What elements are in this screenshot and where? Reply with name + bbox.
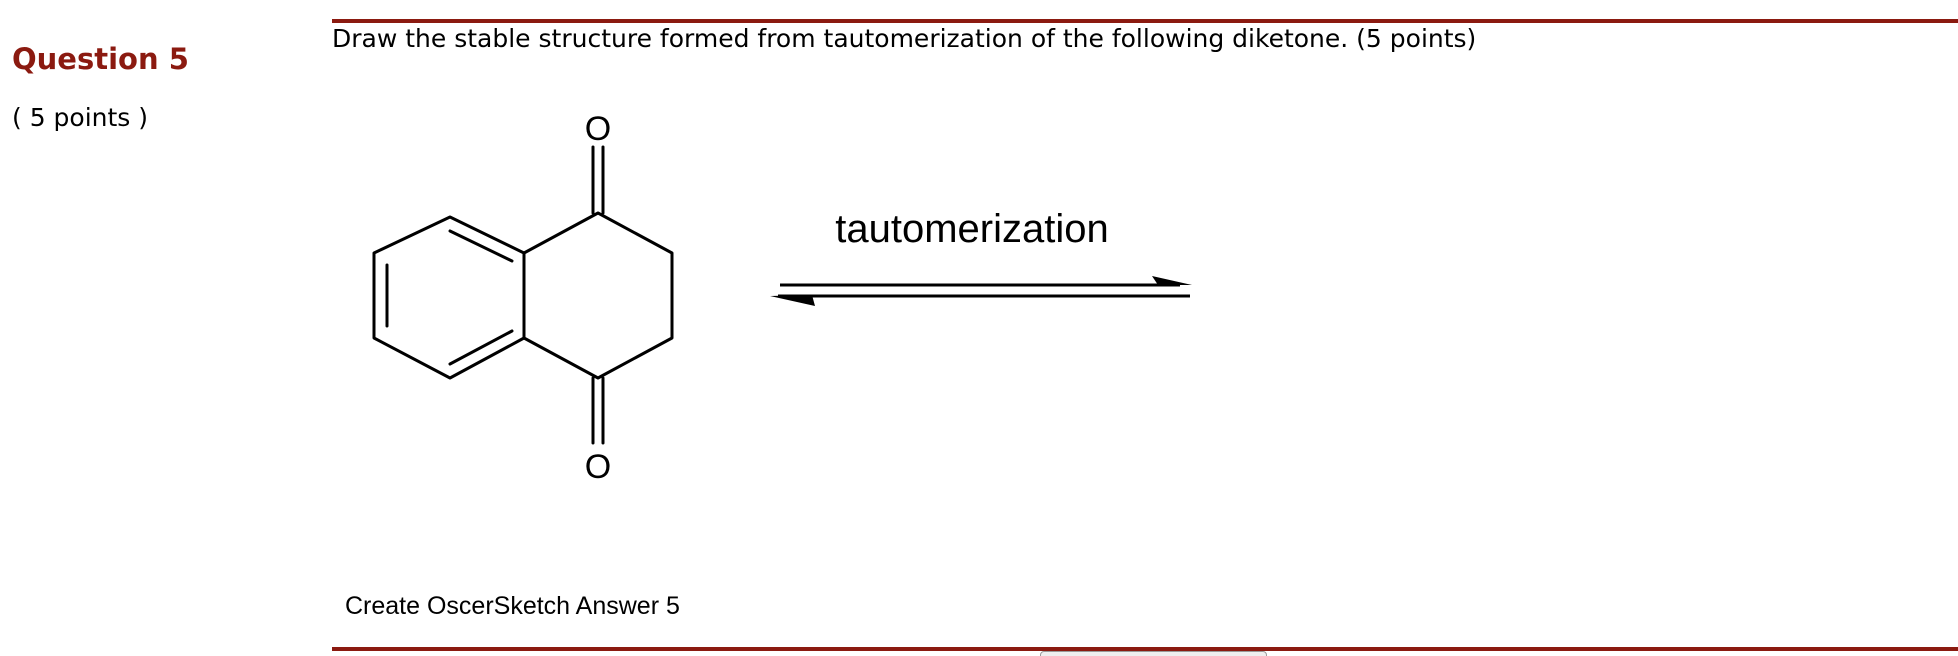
tautomerization-label: tautomerization xyxy=(835,207,1108,251)
bottom-divider xyxy=(332,647,1958,651)
equilibrium-arrow xyxy=(770,276,1192,306)
top-divider xyxy=(332,19,1958,23)
forward-arrowhead xyxy=(1152,276,1192,285)
question-title: Question 5 xyxy=(12,42,189,76)
oxygen-bottom-label: O xyxy=(585,448,611,486)
oxygen-top-label: O xyxy=(585,110,611,148)
partially-visible-button[interactable] xyxy=(1040,651,1267,656)
diketone-tautomerization-diagram: O O tautomerization xyxy=(372,110,1192,486)
reaction-figure: O O tautomerization xyxy=(340,95,1220,495)
question-prompt: Draw the stable structure formed from ta… xyxy=(332,24,1477,53)
question-points: ( 5 points ) xyxy=(12,103,149,132)
benzene-ring xyxy=(372,215,526,380)
cyclohexanedione-ring xyxy=(522,211,674,380)
aromatic-double-bond xyxy=(448,229,514,263)
diketone-structure xyxy=(372,145,674,445)
create-sketch-answer-link[interactable]: Create OscerSketch Answer 5 xyxy=(345,592,680,620)
reverse-arrowhead xyxy=(770,295,815,306)
aromatic-double-bond xyxy=(448,329,514,366)
